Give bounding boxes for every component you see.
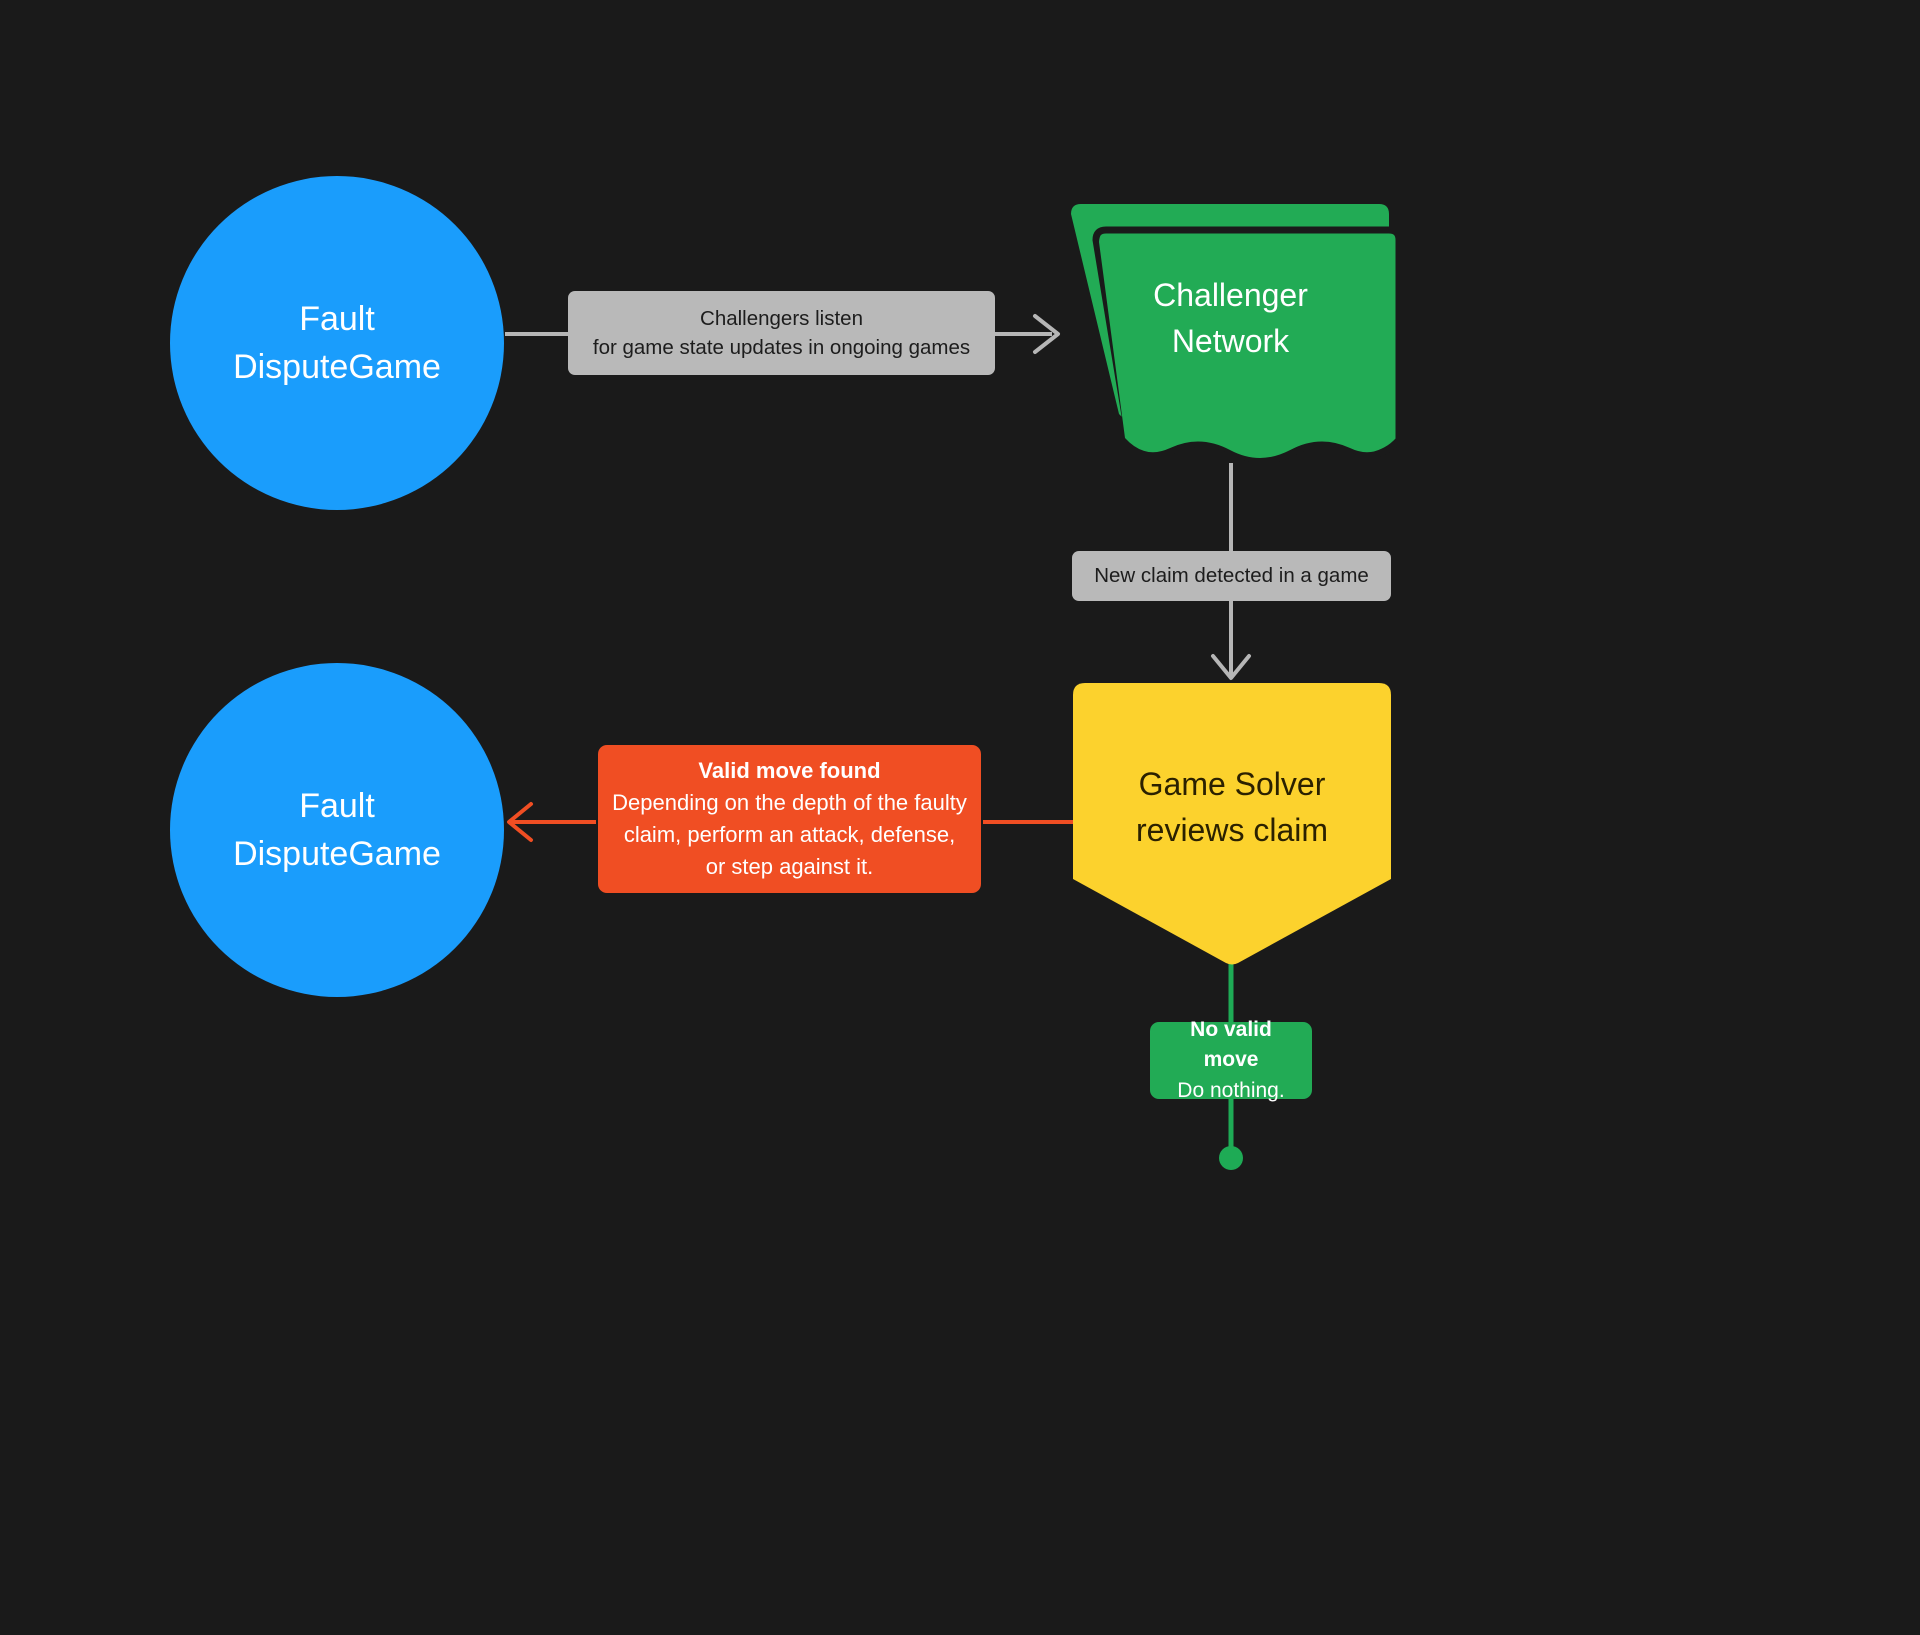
edge-label-valid-move-line3: or step against it. [705,853,874,879]
edge-label-valid-move-line1: Depending on the depth of the faulty [612,790,967,816]
circle-bottom-label-line1: Fault [299,786,375,825]
edge-label-listen-line2: for game state updates in ongoing games [592,336,971,359]
circle-top-label-line1: Fault [299,299,375,338]
arrowhead-left-icon [507,802,533,842]
pentagon-banner-shape-icon [1073,683,1391,965]
edge-label-no-valid-move: No valid move Do nothing. [1150,1018,1312,1102]
arrowhead-right-icon [1033,314,1060,354]
game-solver-label-line1: Game Solver [1138,766,1326,802]
edge-label-valid-move-title: Valid move found [698,758,881,784]
terminator-dot-icon [1219,1146,1243,1170]
circle-top-label-line2: DisputeGame [233,348,441,386]
edge-label-new-claim-text: New claim detected in a game [1094,564,1369,588]
arrowhead-down-icon [1211,654,1251,680]
multi-document-shape-icon [1071,204,1398,464]
node-fault-dispute-game-top[interactable]: Fault DisputeGame [170,176,504,510]
edge-label-valid-move-line2: claim, perform an attack, defense, [623,822,956,847]
node-challenger-network[interactable]: Challenger Network [1063,200,1398,465]
node-game-solver[interactable]: Game Solver reviews claim [1073,683,1391,965]
challenger-network-label: Challenger Network [1087,272,1374,365]
edge-label-new-claim-detected: New claim detected in a game [1072,551,1391,601]
edge-label-no-valid-move-line1: Do nothing. [1177,1078,1285,1102]
circle-top-label: Fault DisputeGame [233,295,441,392]
edge-label-no-valid-move-title: No valid move [1190,1017,1272,1072]
circle-bottom-label: Fault DisputeGame [233,782,441,879]
game-solver-label: Game Solver reviews claim [1073,761,1391,854]
edge-label-valid-move-found: Valid move found Depending on the depth … [598,745,981,893]
edge-label-listen-line1: Challengers listen [700,306,863,330]
challenger-network-label-line1: Challenger [1153,277,1308,313]
edge-label-challengers-listen: Challengers listen for game state update… [568,291,995,375]
game-solver-label-line2: reviews claim [1135,812,1329,849]
node-fault-dispute-game-bottom[interactable]: Fault DisputeGame [170,663,504,997]
circle-bottom-label-line2: DisputeGame [233,835,441,873]
challenger-network-label-line2: Network [1171,323,1290,360]
